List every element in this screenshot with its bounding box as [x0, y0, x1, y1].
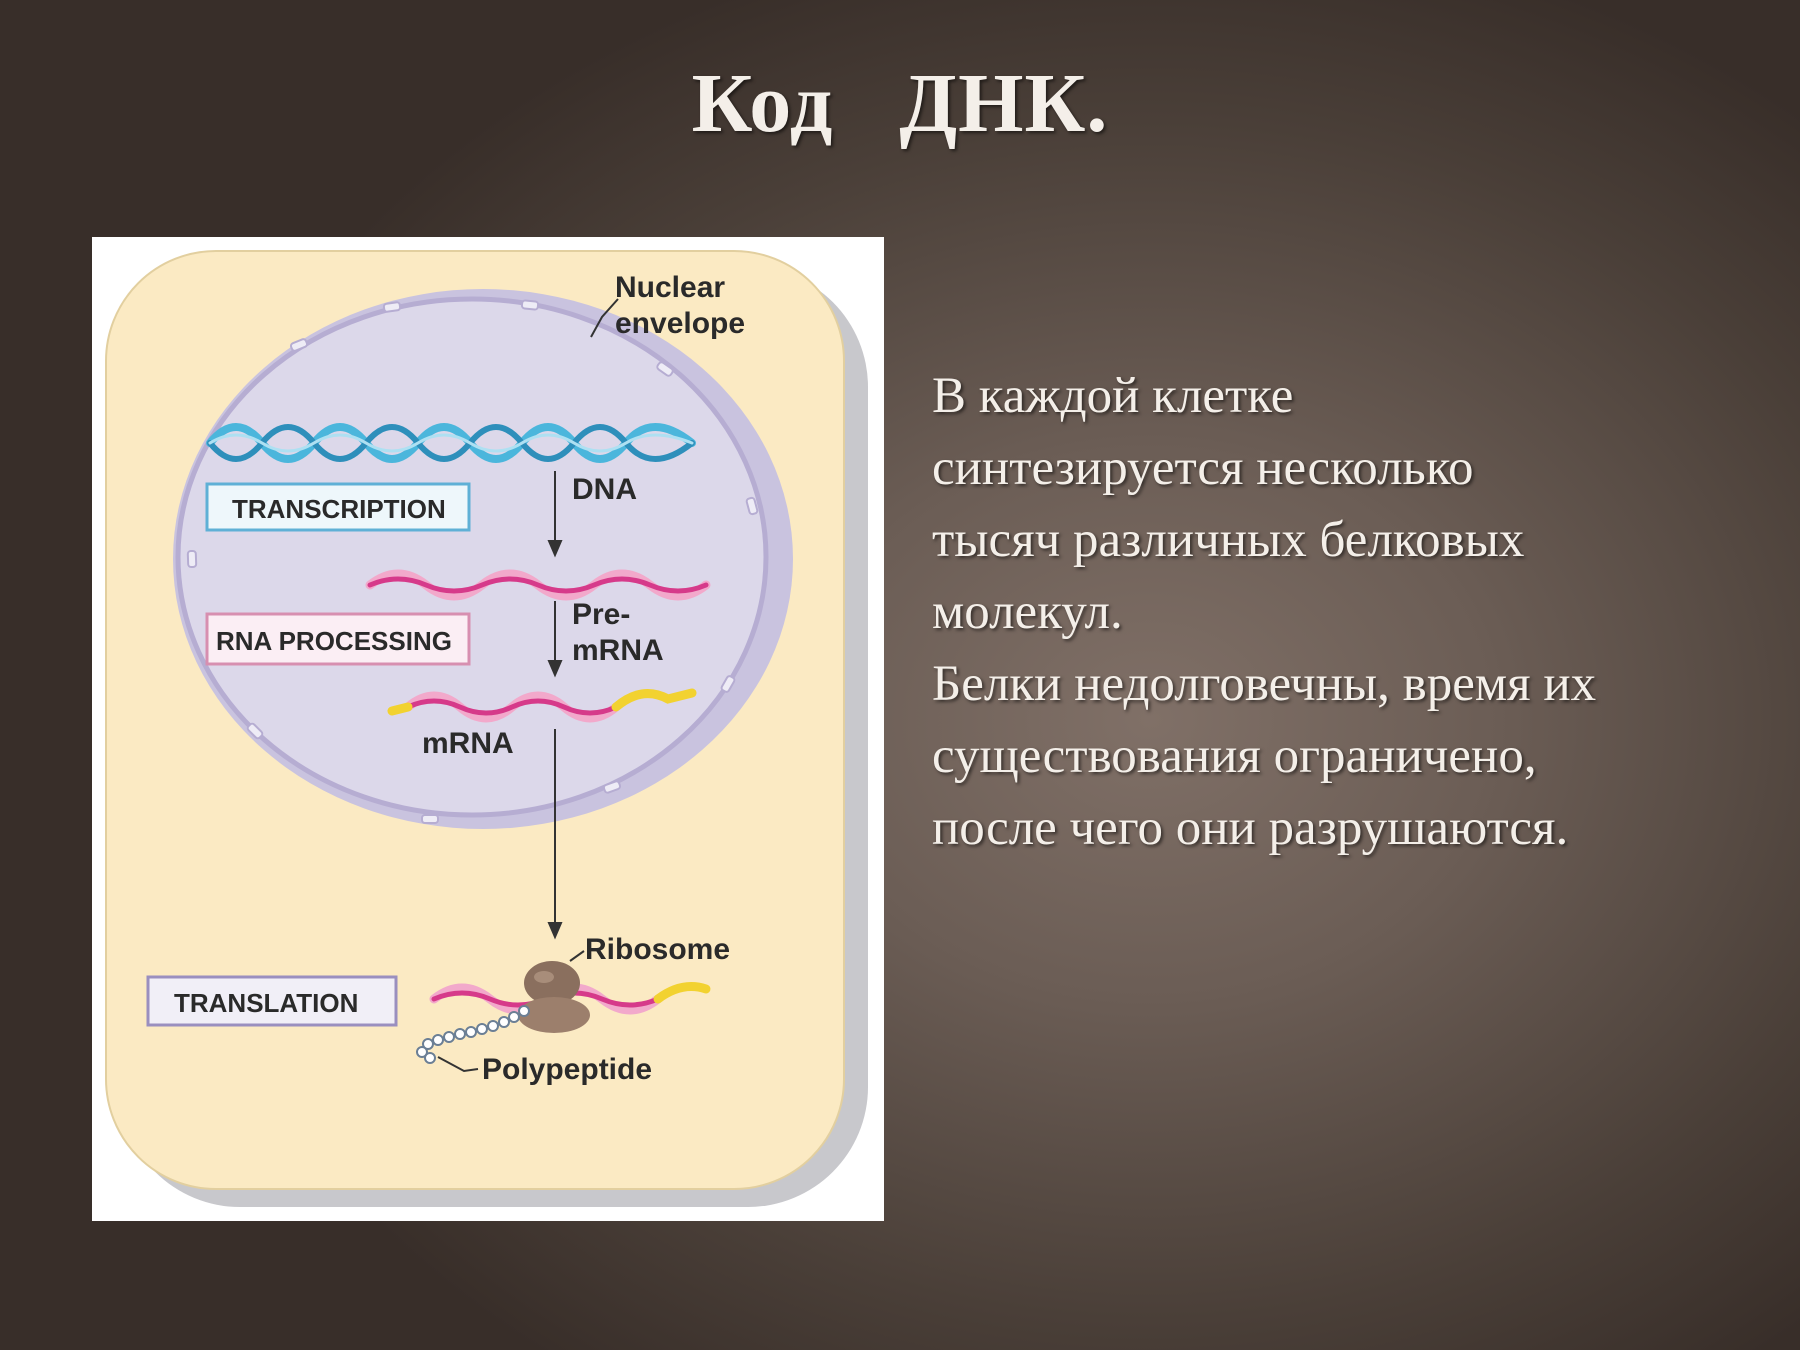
label-pre-mrna-line1: Pre- — [572, 598, 630, 631]
transcription-label: TRANSCRIPTION — [232, 494, 446, 524]
polypeptide-pointer — [437, 1056, 479, 1073]
slide-title: Код ДНК. — [691, 57, 1109, 150]
label-pre-mrna-line2: mRNA — [572, 634, 664, 667]
label-polypeptide: Polypeptide — [482, 1053, 652, 1086]
translation-box — [146, 975, 398, 1027]
body-line: В каждой клетке — [932, 368, 1294, 424]
arrow-dna-to-premrna — [547, 471, 563, 558]
transcription-box — [205, 482, 471, 532]
nuclear-envelope-pointer — [590, 298, 619, 338]
label-ribosome: Ribosome — [585, 933, 730, 966]
translation-label: TRANSLATION — [174, 988, 358, 1018]
rna-processing-label: RNA PROCESSING — [216, 626, 452, 656]
mrna-strand — [387, 688, 697, 723]
label-nuclear-envelope-line1: Nuclear — [615, 271, 725, 304]
arrow-mrna-to-ribosome — [547, 729, 563, 940]
gene-expression-diagram: Nuclear envelope TRANSCRIPTION DNA — [92, 237, 884, 1221]
ribosome — [518, 961, 590, 1033]
pre-mrna-strand — [365, 569, 711, 601]
body-line: Белки недолговечны, время их — [932, 656, 1597, 712]
body-line: тысяч различных белковых — [932, 512, 1525, 568]
arrow-premrna-to-mrna — [547, 601, 563, 678]
label-mrna: mRNA — [422, 727, 514, 760]
body-line: существования ограничено, — [932, 728, 1537, 784]
dna-helix — [206, 423, 696, 463]
polypeptide-chain — [416, 1005, 530, 1064]
body-line: после чего они разрушаются. — [932, 800, 1569, 856]
ribosome-pointer — [569, 950, 585, 962]
slide-body-text: В каждой клетке синтезируется несколько … — [932, 360, 1772, 864]
body-line: синтезируется несколько — [932, 440, 1474, 496]
body-line: молекул. — [932, 584, 1123, 640]
diagram-canvas: Nuclear envelope TRANSCRIPTION DNA — [105, 250, 868, 1207]
label-dna: DNA — [572, 473, 637, 506]
label-nuclear-envelope-line2: envelope — [615, 307, 745, 340]
rna-processing-box — [205, 612, 471, 666]
